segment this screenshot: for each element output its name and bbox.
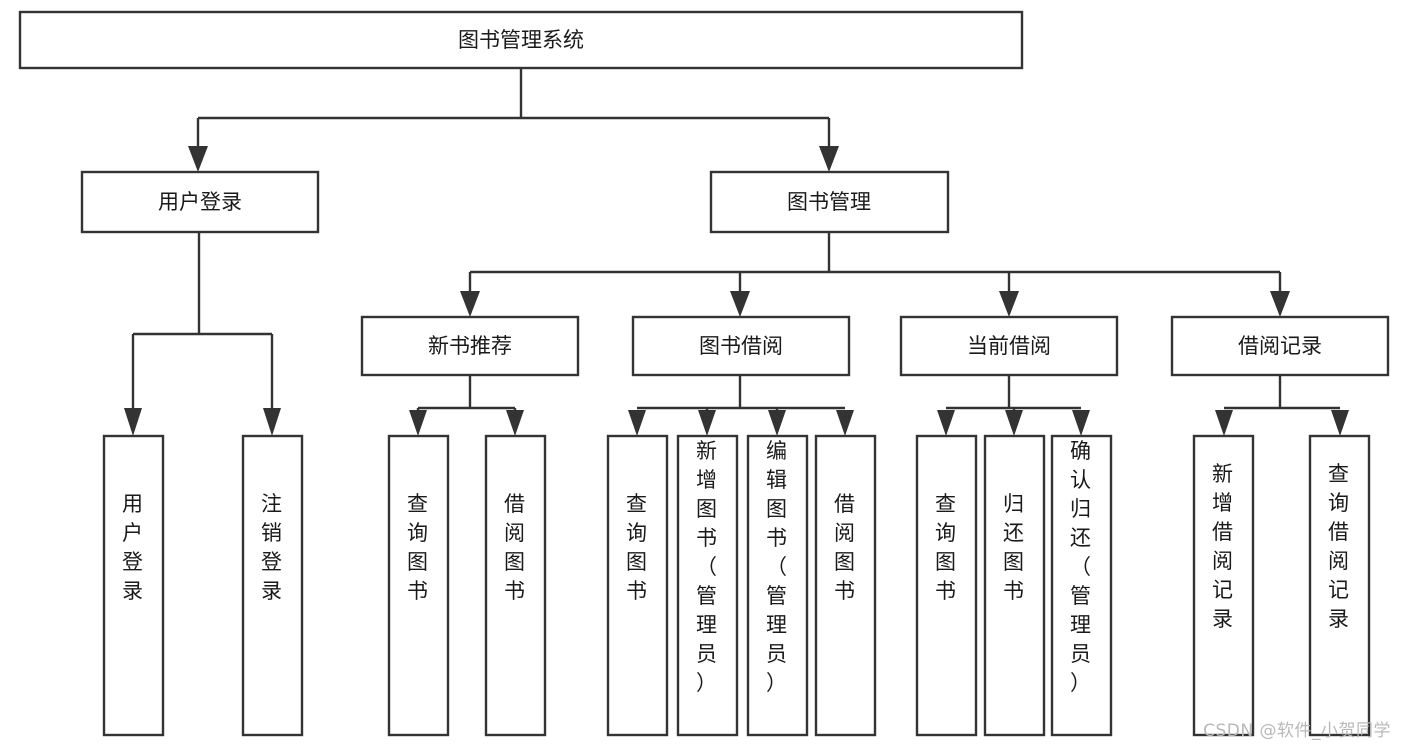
arrow-leaf-query-book-2 [628, 410, 646, 436]
node-root-label: 图书管理系统 [458, 28, 584, 52]
node-user-login[interactable]: 用户登录 [80, 170, 320, 234]
arrow-leaf-add-record [1215, 410, 1233, 436]
node-leaf-query-book-2-box[interactable] [606, 434, 669, 737]
node-leaf-borrow-book-1-label: 借阅图书 [504, 492, 526, 603]
node-leaf-query-record-label: 查询借阅记录 [1328, 462, 1350, 631]
node-leaf-return-book-label: 归还图书 [1003, 492, 1025, 603]
node-leaf-query-book-2[interactable]: 查询图书 [606, 434, 669, 737]
arrow-to-user-login [188, 146, 208, 172]
node-root[interactable]: 图书管理系统 [18, 10, 1024, 70]
arrow-to-new-book [460, 291, 480, 317]
node-leaf-query-record-box[interactable] [1308, 434, 1371, 737]
arrow-to-book-borrow [730, 291, 750, 317]
node-leaf-user-login-label: 用户登录 [122, 492, 144, 603]
node-book-borrow[interactable]: 图书借阅 [631, 315, 851, 377]
node-book-manage[interactable]: 图书管理 [709, 170, 950, 234]
arrow-to-current-borrow [999, 291, 1019, 317]
node-user-login-box[interactable] [80, 170, 320, 234]
node-current-borrow-label: 当前借阅 [967, 334, 1051, 358]
node-leaf-add-book-label: 新增图书（管理员） [696, 439, 718, 695]
node-leaf-return-book-box[interactable] [983, 434, 1046, 737]
node-leaf-query-book-3-box[interactable] [915, 434, 978, 737]
node-user-login-label: 用户登录 [158, 190, 242, 214]
arrow-leaf-query-book-1 [409, 410, 427, 436]
node-leaf-add-record[interactable]: 新增借阅记录 [1192, 434, 1255, 737]
node-borrow-record-box[interactable] [1170, 315, 1390, 377]
node-leaf-query-book-1[interactable]: 查询图书 [387, 434, 450, 737]
node-leaf-add-book-box[interactable] [676, 434, 739, 737]
arrow-to-book-manage [819, 146, 839, 172]
edges-layer [124, 68, 1349, 436]
node-leaf-query-book-2-label: 查询图书 [626, 492, 648, 603]
node-leaf-query-book-1-box[interactable] [387, 434, 450, 737]
node-borrow-record[interactable]: 借阅记录 [1170, 315, 1390, 377]
arrow-leaf-borrow-book-1 [506, 410, 524, 436]
node-new-book-recommend-box[interactable] [360, 315, 580, 377]
node-leaf-logout-login-label: 注销登录 [261, 492, 283, 603]
node-leaf-confirm-return[interactable]: 确认归还（管理员） [1050, 434, 1113, 737]
node-current-borrow-box[interactable] [899, 315, 1119, 377]
node-root-box[interactable] [18, 10, 1024, 70]
node-leaf-user-login-box[interactable] [102, 434, 165, 737]
node-book-manage-box[interactable] [709, 170, 950, 234]
node-leaf-add-record-box[interactable] [1192, 434, 1255, 737]
node-leaf-return-book[interactable]: 归还图书 [983, 434, 1046, 737]
node-new-book-recommend-label: 新书推荐 [428, 334, 512, 358]
arrow-leaf-user-login [124, 408, 142, 436]
node-book-manage-label: 图书管理 [787, 190, 871, 214]
node-borrow-record-label: 借阅记录 [1238, 334, 1322, 358]
node-leaf-confirm-return-box[interactable] [1050, 434, 1113, 737]
csdn-watermark: CSDN @软件_小贺同学 [1203, 721, 1391, 741]
arrow-leaf-return-book [1005, 410, 1023, 436]
node-leaf-query-record[interactable]: 查询借阅记录 [1308, 434, 1371, 737]
arrow-leaf-confirm-return [1072, 410, 1090, 436]
node-leaf-confirm-return-label: 确认归还（管理员） [1070, 439, 1092, 695]
arrow-leaf-logout-login [263, 408, 281, 436]
node-leaf-query-book-3-label: 查询图书 [935, 492, 957, 603]
node-book-borrow-label: 图书借阅 [699, 334, 783, 358]
node-leaf-query-book-3[interactable]: 查询图书 [915, 434, 978, 737]
arrow-to-borrow-record [1270, 291, 1290, 317]
node-leaf-borrow-book-1-box[interactable] [484, 434, 547, 737]
arrow-leaf-query-record [1331, 410, 1349, 436]
node-leaf-user-login[interactable]: 用户登录 [102, 434, 165, 737]
arrow-leaf-borrow-book-2 [836, 410, 854, 436]
node-leaf-borrow-book-1[interactable]: 借阅图书 [484, 434, 547, 737]
node-leaf-borrow-book-2-box[interactable] [814, 434, 877, 737]
node-leaf-query-book-1-label: 查询图书 [407, 492, 429, 603]
node-leaf-edit-book[interactable]: 编辑图书（管理员） [746, 434, 809, 737]
node-leaf-logout-login-box[interactable] [241, 434, 304, 737]
node-leaf-edit-book-box[interactable] [746, 434, 809, 737]
node-new-book-recommend[interactable]: 新书推荐 [360, 315, 580, 377]
node-book-borrow-box[interactable] [631, 315, 851, 377]
node-leaf-add-book[interactable]: 新增图书（管理员） [676, 434, 739, 737]
node-leaf-edit-book-label: 编辑图书（管理员） [766, 439, 788, 695]
arrow-leaf-edit-book [768, 410, 786, 436]
node-leaf-logout-login[interactable]: 注销登录 [241, 434, 304, 737]
node-leaf-borrow-book-2-label: 借阅图书 [834, 492, 856, 603]
node-leaf-borrow-book-2[interactable]: 借阅图书 [814, 434, 877, 737]
node-leaf-add-record-label: 新增借阅记录 [1212, 462, 1234, 631]
node-current-borrow[interactable]: 当前借阅 [899, 315, 1119, 377]
arrow-leaf-query-book-3 [937, 410, 955, 436]
arrow-leaf-add-book [698, 410, 716, 436]
